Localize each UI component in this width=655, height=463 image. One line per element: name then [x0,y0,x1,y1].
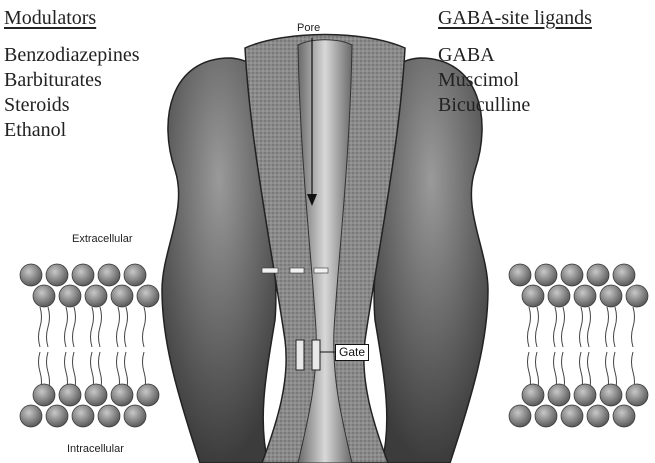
list-item: Steroids [4,93,140,118]
modulators-list: Benzodiazepines Barbiturates Steroids Et… [4,43,140,143]
left-outer-leaflet [20,264,159,307]
right-outer-leaflet [509,264,648,307]
selectivity-marker-right [314,268,328,273]
right-membrane [509,264,648,427]
selectivity-marker-center [290,268,304,273]
list-item: GABA [438,43,530,68]
list-item: Muscimol [438,68,530,93]
list-item: Bicuculline [438,93,530,118]
pore-label: Pore [297,22,320,34]
gaba-site-ligands-heading: GABA-site ligands [438,7,592,30]
right-lipid-tails [528,307,635,392]
left-lipid-tails [39,307,146,392]
left-membrane [20,264,159,427]
list-item: Benzodiazepines [4,43,140,68]
left-inner-leaflet [20,384,159,427]
extracellular-label: Extracellular [72,233,133,245]
right-inner-leaflet [509,384,648,427]
gate-bar-right [312,340,320,370]
intracellular-label: Intracellular [67,443,124,455]
list-item: Ethanol [4,118,140,143]
gaba-site-ligands-list: GABA Muscimol Bicuculline [438,43,530,118]
selectivity-marker-left [262,268,278,273]
gate-label: Gate [335,344,369,361]
modulators-heading: Modulators [4,7,96,30]
gate-bar-left [296,340,304,370]
list-item: Barbiturates [4,68,140,93]
